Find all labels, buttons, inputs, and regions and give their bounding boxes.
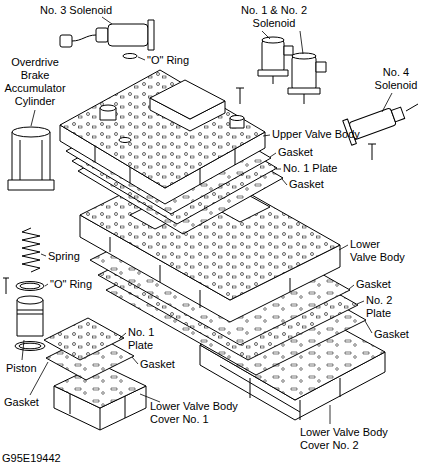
part-label: G95E19442 bbox=[2, 452, 72, 465]
lower-valve-body-cover-1 bbox=[70, 394, 125, 430]
leader-line bbox=[300, 31, 303, 54]
accumulator-cylinder bbox=[8, 180, 54, 190]
part-label: "O" Ring bbox=[147, 54, 197, 67]
part-label: No. 1 & No. 2 Solenoid bbox=[232, 4, 316, 30]
separator-plate-1 bbox=[44, 318, 124, 360]
upper-valve-body bbox=[119, 138, 131, 143]
leader-line bbox=[263, 135, 270, 136]
leader-line bbox=[330, 405, 331, 424]
leader-line bbox=[349, 285, 354, 289]
part-label: Gasket bbox=[374, 328, 424, 341]
part-label: Lower Valve Body bbox=[350, 238, 408, 264]
leader-line bbox=[262, 31, 270, 39]
solenoid-3 bbox=[60, 35, 72, 47]
spring bbox=[22, 228, 40, 272]
leader-line bbox=[119, 333, 126, 339]
leader-line bbox=[382, 93, 392, 112]
part-label: Gasket bbox=[140, 358, 185, 371]
solenoid-1-2 bbox=[292, 56, 316, 90]
solenoid-1-2 bbox=[236, 88, 244, 104]
separator-plate-1 bbox=[44, 318, 124, 360]
piston bbox=[17, 296, 43, 304]
piston bbox=[15, 342, 45, 351]
part-label: "O" Ring bbox=[50, 278, 100, 291]
leader-line bbox=[276, 169, 281, 170]
solenoid-1-2 bbox=[258, 70, 288, 76]
leader-line bbox=[339, 245, 348, 250]
piston bbox=[15, 296, 45, 351]
leader-line bbox=[22, 17, 392, 424]
part-label: No. 1 Plate bbox=[283, 162, 353, 175]
piston bbox=[17, 300, 43, 336]
upper-valve-body bbox=[95, 146, 235, 185]
leader-line bbox=[138, 57, 145, 60]
solenoid-1-2 bbox=[273, 76, 304, 104]
part-label: Gasket bbox=[278, 146, 328, 159]
accumulator-cylinder bbox=[12, 127, 50, 137]
part-label: Spring bbox=[48, 250, 93, 263]
part-label: No. 3 Solenoid bbox=[40, 4, 130, 17]
leader-line bbox=[22, 340, 24, 360]
solenoid-1-2 bbox=[316, 62, 326, 72]
leader-line bbox=[357, 301, 364, 304]
leader-line bbox=[31, 110, 35, 126]
solenoid-1-2 bbox=[292, 53, 316, 59]
solenoid-3 bbox=[96, 28, 108, 42]
solenoid-3 bbox=[148, 20, 154, 50]
leader-line bbox=[41, 254, 46, 256]
solenoid-3 bbox=[108, 24, 148, 46]
leader-line bbox=[132, 357, 138, 364]
accumulator-cylinder bbox=[20, 140, 42, 180]
solenoid-3 bbox=[60, 20, 154, 59]
piston bbox=[19, 343, 41, 349]
o-ring bbox=[3, 278, 9, 294]
solenoid-1-2 bbox=[284, 46, 293, 55]
piston bbox=[17, 310, 43, 314]
solenoid-1-2 bbox=[262, 37, 284, 43]
leader-line bbox=[365, 321, 372, 333]
part-label: Lower Valve Body Cover No. 2 bbox=[300, 426, 400, 452]
part-label: No. 1 Plate bbox=[128, 326, 166, 352]
o-ring bbox=[20, 283, 40, 289]
lower-valve-body bbox=[110, 237, 290, 308]
solenoid-4 bbox=[406, 104, 418, 111]
part-label: Gasket bbox=[356, 278, 406, 291]
solenoid-3 bbox=[123, 54, 137, 59]
part-label: Lower Valve Body Cover No. 1 bbox=[150, 400, 250, 426]
part-label: Piston bbox=[6, 362, 46, 375]
solenoid-1-2 bbox=[236, 37, 326, 104]
upper-valve-body bbox=[150, 80, 225, 119]
o-ring bbox=[3, 278, 44, 294]
leader-line bbox=[45, 284, 48, 286]
lower-valve-body-cover-1 bbox=[54, 364, 146, 430]
solenoid-1-2 bbox=[262, 40, 284, 72]
spring bbox=[22, 228, 40, 272]
part-label: Gasket bbox=[289, 178, 339, 191]
part-label: Upper Valve Body bbox=[272, 128, 372, 141]
solenoid-3 bbox=[72, 35, 96, 41]
part-label: Gasket bbox=[4, 396, 49, 409]
upper-valve-body bbox=[100, 105, 116, 111]
solenoid-1-2 bbox=[288, 88, 320, 94]
part-label: No. 4 Solenoid bbox=[368, 66, 424, 92]
upper-valve-body bbox=[60, 70, 265, 188]
lower-valve-body-cover-2 bbox=[220, 365, 340, 420]
upper-valve-body bbox=[60, 70, 265, 204]
part-label: Overdrive Brake Accumulator Cylinder bbox=[0, 56, 70, 108]
leader-line bbox=[282, 179, 287, 185]
upper-valve-body bbox=[230, 116, 244, 121]
part-label: No. 2 Plate bbox=[366, 294, 406, 320]
solenoid-4 bbox=[391, 107, 405, 122]
leader-line bbox=[270, 153, 276, 157]
solenoid-4 bbox=[368, 144, 376, 160]
leader-line bbox=[102, 17, 112, 24]
drawing-stroke bbox=[3, 20, 418, 430]
o-ring bbox=[16, 282, 44, 291]
accumulator-cylinder bbox=[8, 127, 54, 190]
accumulator-cylinder bbox=[12, 132, 50, 186]
